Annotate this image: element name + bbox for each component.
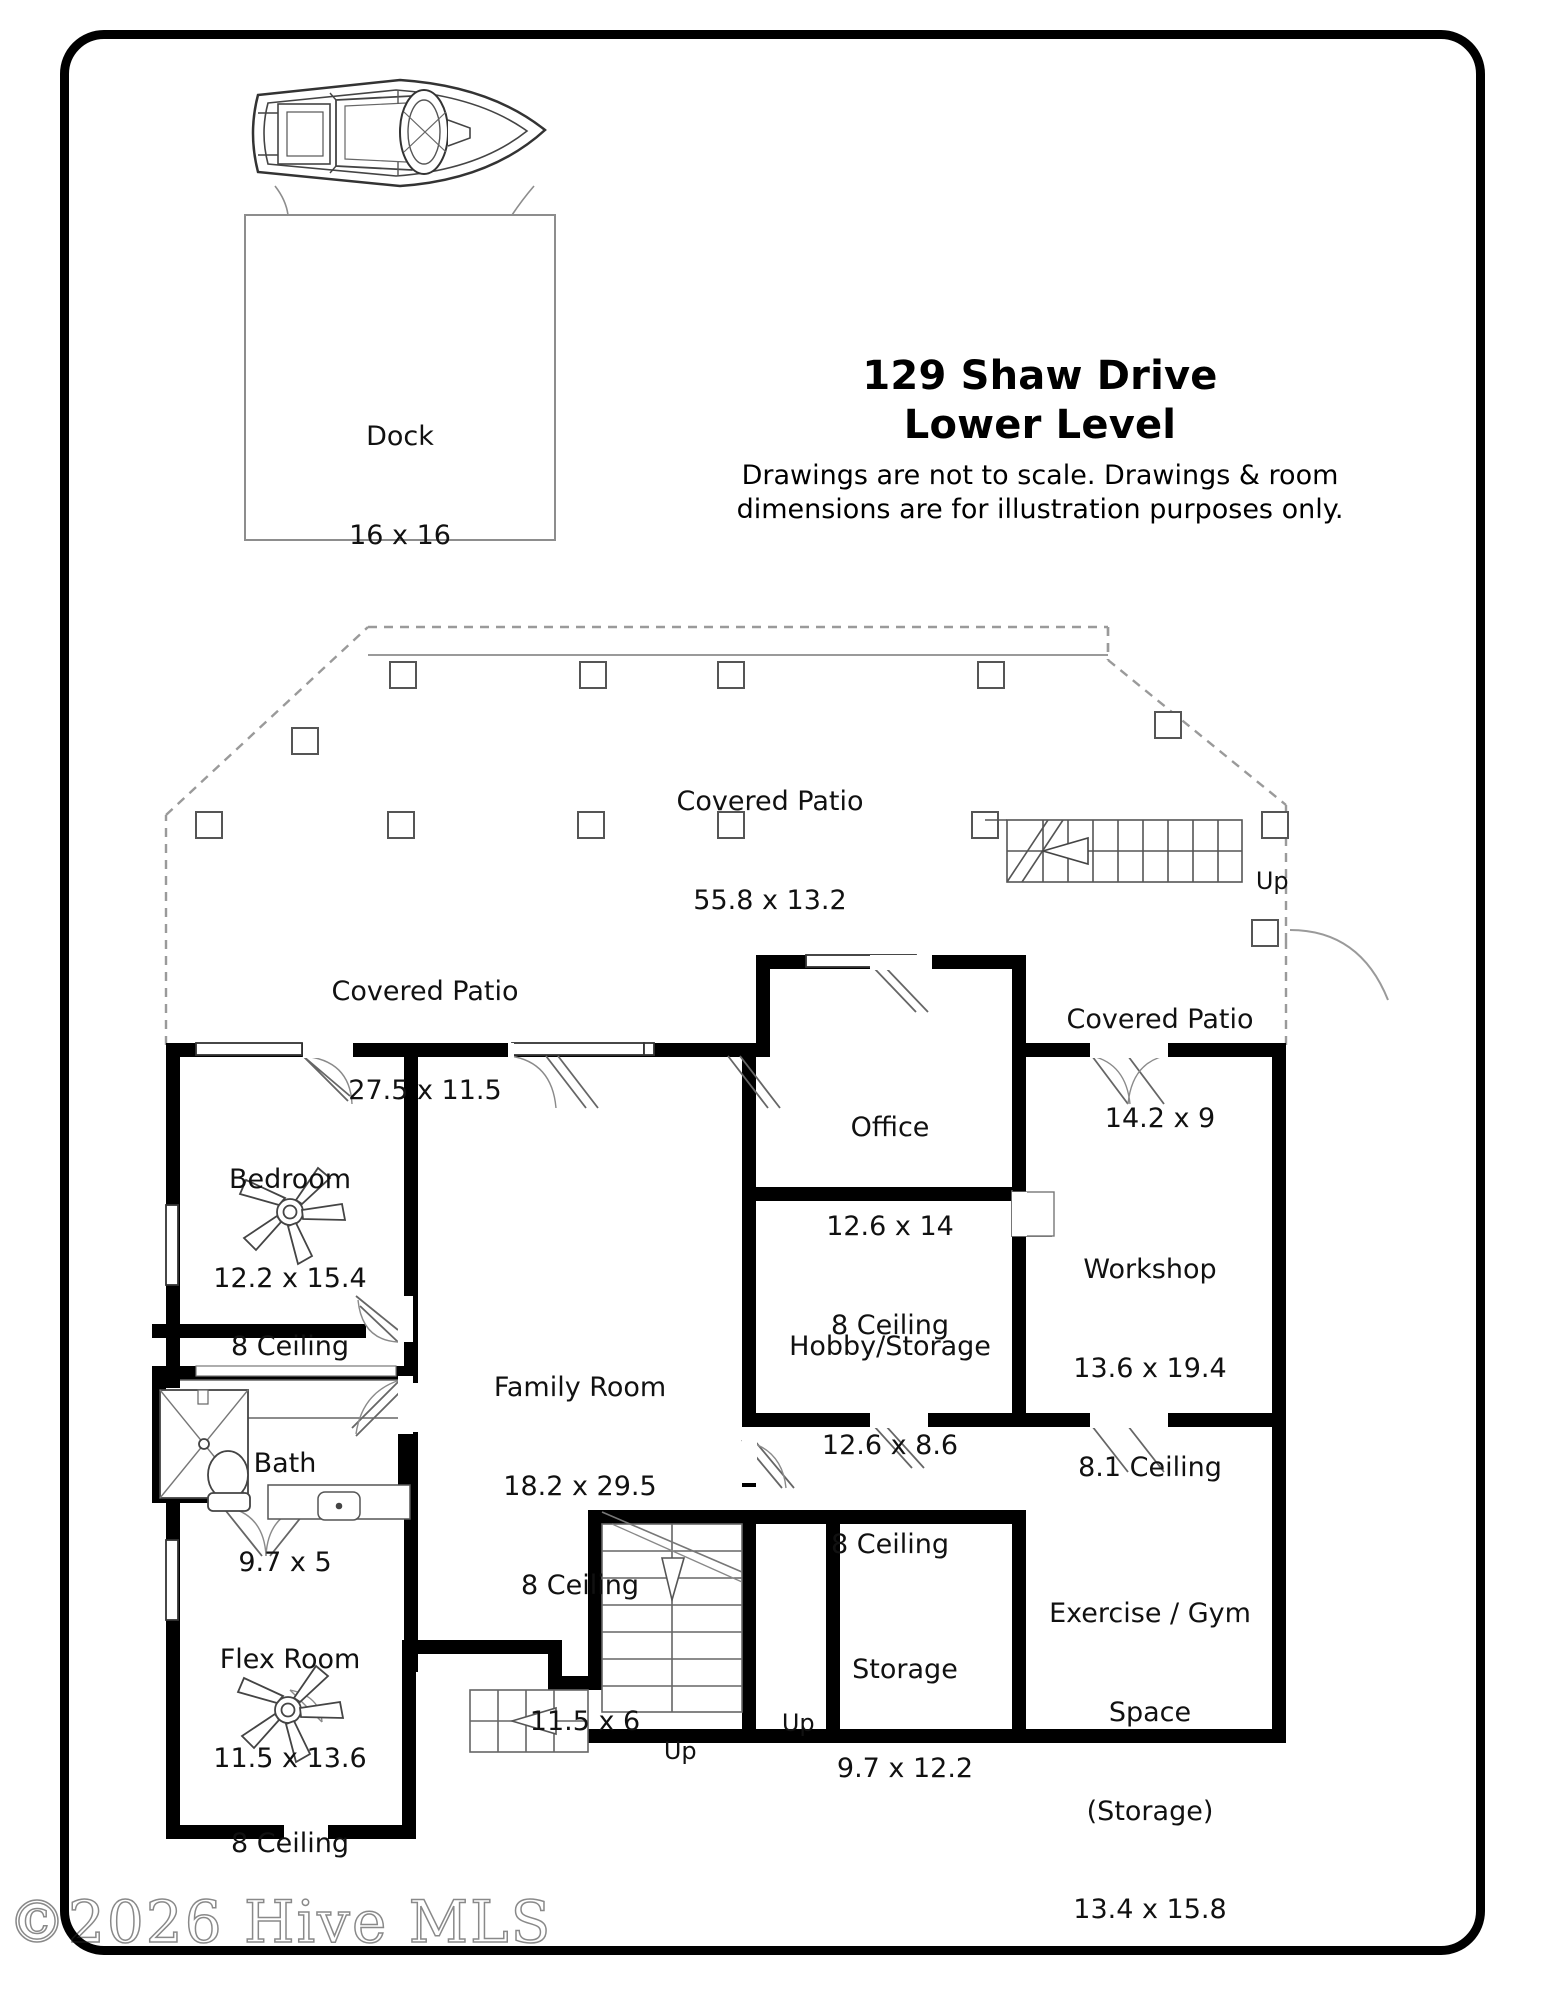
hobby-storage-ceiling: 8 Ceiling <box>831 1528 949 1560</box>
bedroom-dimensions: 12.2 x 15.4 <box>213 1262 367 1294</box>
room-label-exercise-gym: Exercise / Gym Space (Storage) 13.4 x 15… <box>1000 1532 1300 1993</box>
stair-label-up-patio: Up <box>1222 838 1292 926</box>
title-block: 129 Shaw Drive Lower Level Drawings are … <box>700 352 1380 527</box>
room-label-workshop: Workshop 13.6 x 19.4 8.1 Ceiling <box>1000 1188 1300 1550</box>
dock-dimensions: 16 x 16 <box>349 519 451 551</box>
hobby-storage-dimensions: 12.6 x 8.6 <box>821 1429 959 1461</box>
covered-patio-right-name: Covered Patio <box>1066 1003 1254 1035</box>
room-label-bedroom: Bedroom 12.2 x 15.4 <box>140 1098 440 1362</box>
covered-patio-left-name: Covered Patio <box>331 975 519 1007</box>
exercise-gym-name-line2: Space <box>1108 1696 1192 1728</box>
bath-name: Bath <box>253 1447 317 1479</box>
stair-hall-dimensions: 11.5 x 6 <box>529 1705 641 1737</box>
room-label-covered-patio-main: Covered Patio 55.8 x 13.2 <box>620 720 920 984</box>
office-ceiling: 8 Ceiling <box>831 1309 949 1341</box>
covered-patio-left-dimensions: 27.5 x 11.5 <box>348 1074 502 1106</box>
covered-patio-outline <box>164 625 1288 1045</box>
boat-illustration <box>251 78 547 188</box>
patio-stairs <box>985 819 1243 883</box>
exercise-gym-dimensions: 13.4 x 15.8 <box>1073 1894 1227 1926</box>
page-title-line1: 129 Shaw Drive <box>862 353 1218 399</box>
bedroom-ceiling: 8 Ceiling <box>231 1330 349 1362</box>
patio-columns <box>195 661 1289 947</box>
room-label-bath: Bath 9.7 x 5 <box>160 1382 410 1646</box>
door-swings <box>221 967 1165 1723</box>
up-lower-text: Up <box>663 1737 697 1766</box>
patio-corner-curve <box>1289 929 1389 1001</box>
windows-and-thin-lines <box>165 954 917 1621</box>
dock-name: Dock <box>366 420 434 452</box>
up-main-text: Up <box>781 1709 815 1738</box>
flex-room-name: Flex Room <box>219 1643 361 1675</box>
ceiling-fan-flex <box>236 1664 345 1764</box>
ceiling-fan-bedroom <box>238 1166 347 1266</box>
room-label-covered-patio-right: Covered Patio 14.2 x 9 <box>1010 938 1310 1202</box>
flex-room-dimensions: 11.5 x 13.6 <box>213 1742 367 1774</box>
lower-staircase <box>469 1689 589 1753</box>
covered-patio-main-dimensions: 55.8 x 13.2 <box>693 884 847 916</box>
room-label-office: Office 12.6 x 14 8 Ceiling <box>740 1046 1040 1408</box>
mls-watermark: ©2026 Hive MLS <box>7 1887 553 1957</box>
hobby-storage-name: Hobby/Storage <box>789 1330 991 1362</box>
stair-label-up-main: Up <box>748 1680 818 1768</box>
room-label-stair-hall: 11.5 x 6 <box>470 1640 700 1805</box>
workshop-dimensions: 13.6 x 19.4 <box>1073 1352 1227 1384</box>
room-label-flex-room: Flex Room 11.5 x 13.6 <box>140 1578 440 1842</box>
ceiling-label-bedroom: 8 Ceiling <box>140 1265 440 1430</box>
storage-name: Storage <box>852 1653 958 1685</box>
bath-fixtures <box>159 1389 411 1521</box>
main-staircase <box>601 1511 743 1713</box>
dock-outline <box>244 214 556 541</box>
family-room-dimensions: 18.2 x 29.5 <box>503 1470 657 1502</box>
disclaimer-line2: dimensions are for illustration purposes… <box>736 493 1344 525</box>
exercise-gym-name: Exercise / Gym <box>1049 1597 1251 1629</box>
room-label-family-room: Family Room 18.2 x 29.5 8 Ceiling <box>430 1306 730 1668</box>
up-patio-text: Up <box>1255 867 1289 896</box>
stair-label-up-lower: Up <box>630 1708 700 1796</box>
room-label-hobby-storage: Hobby/Storage 12.6 x 8.6 8 Ceiling <box>740 1265 1040 1627</box>
page-title-line2: Lower Level <box>903 401 1177 448</box>
office-name: Office <box>850 1111 930 1143</box>
family-room-ceiling: 8 Ceiling <box>521 1569 639 1601</box>
flex-room-ceiling: 8 Ceiling <box>231 1827 349 1859</box>
bedroom-name: Bedroom <box>228 1163 352 1195</box>
disclaimer-line1: Drawings are not to scale. Drawings & ro… <box>741 459 1339 491</box>
workshop-name: Workshop <box>1083 1253 1217 1285</box>
room-label-covered-patio-left: Covered Patio 27.5 x 11.5 <box>270 910 580 1174</box>
exercise-gym-name-line3: (Storage) <box>1086 1795 1214 1827</box>
room-label-dock: Dock 16 x 16 <box>250 355 550 619</box>
ceiling-label-flex-room: 8 Ceiling <box>140 1762 440 1927</box>
room-label-storage: Storage 9.7 x 12.2 <box>770 1588 1040 1852</box>
dock-tie-lines <box>274 185 535 216</box>
storage-dimensions: 9.7 x 12.2 <box>836 1752 974 1784</box>
covered-patio-main-name: Covered Patio <box>676 785 864 817</box>
covered-patio-right-dimensions: 14.2 x 9 <box>1104 1102 1216 1134</box>
family-room-name: Family Room <box>493 1371 667 1403</box>
bath-dimensions: 9.7 x 5 <box>238 1546 332 1578</box>
workshop-ceiling: 8.1 Ceiling <box>1078 1451 1222 1483</box>
office-dimensions: 12.6 x 14 <box>826 1210 954 1242</box>
